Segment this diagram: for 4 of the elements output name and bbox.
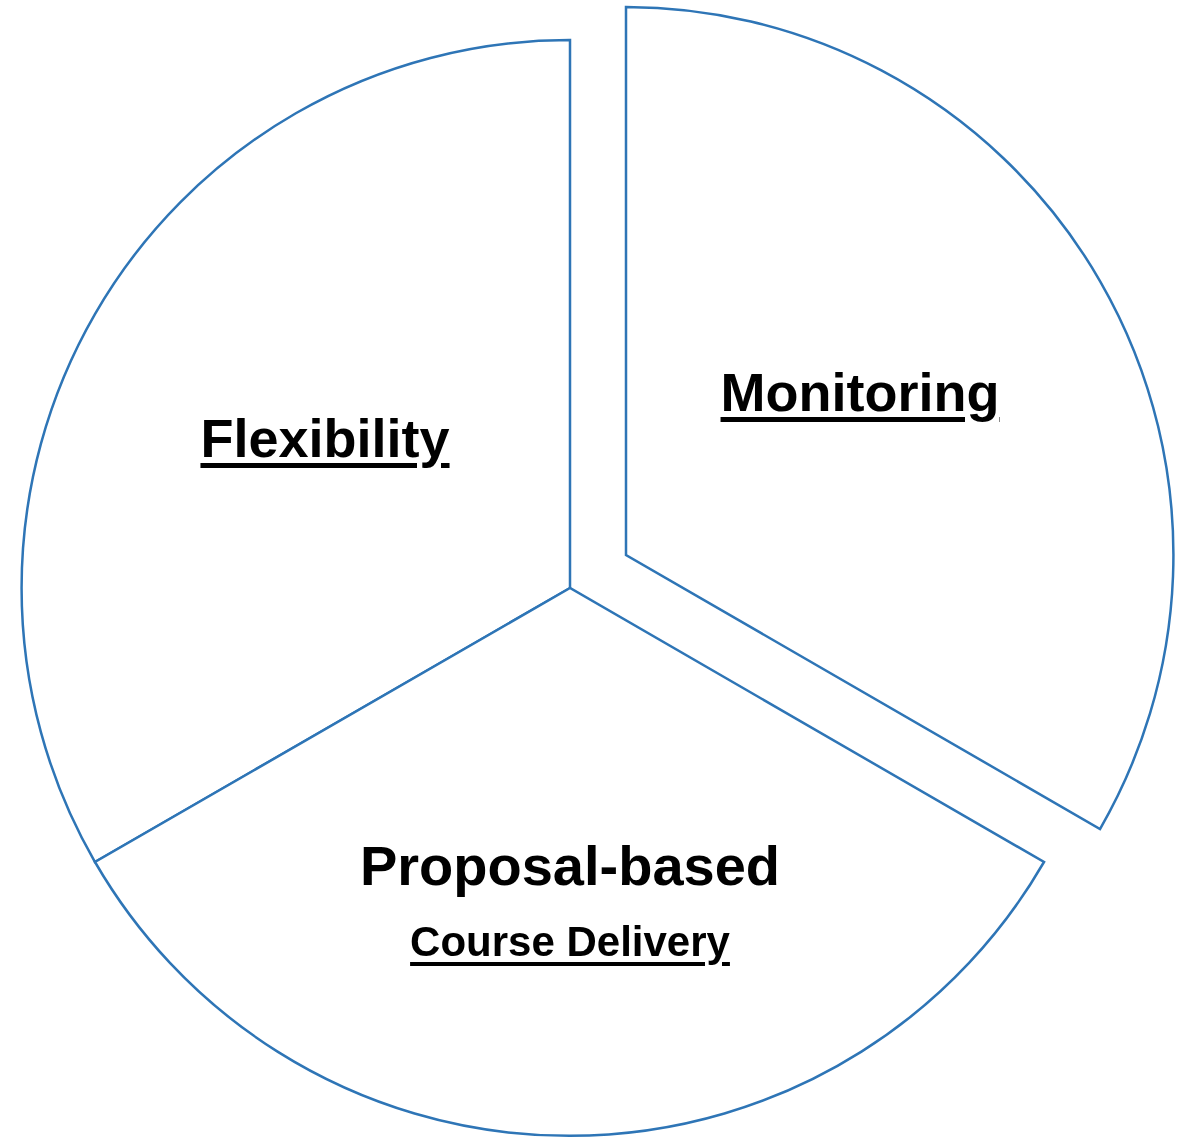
segment-label: Course Delivery	[410, 918, 730, 966]
segment-label: Monitoring	[720, 361, 1000, 423]
segment-label: Flexibility	[200, 407, 450, 469]
segment-label: Proposal-based	[359, 832, 781, 898]
